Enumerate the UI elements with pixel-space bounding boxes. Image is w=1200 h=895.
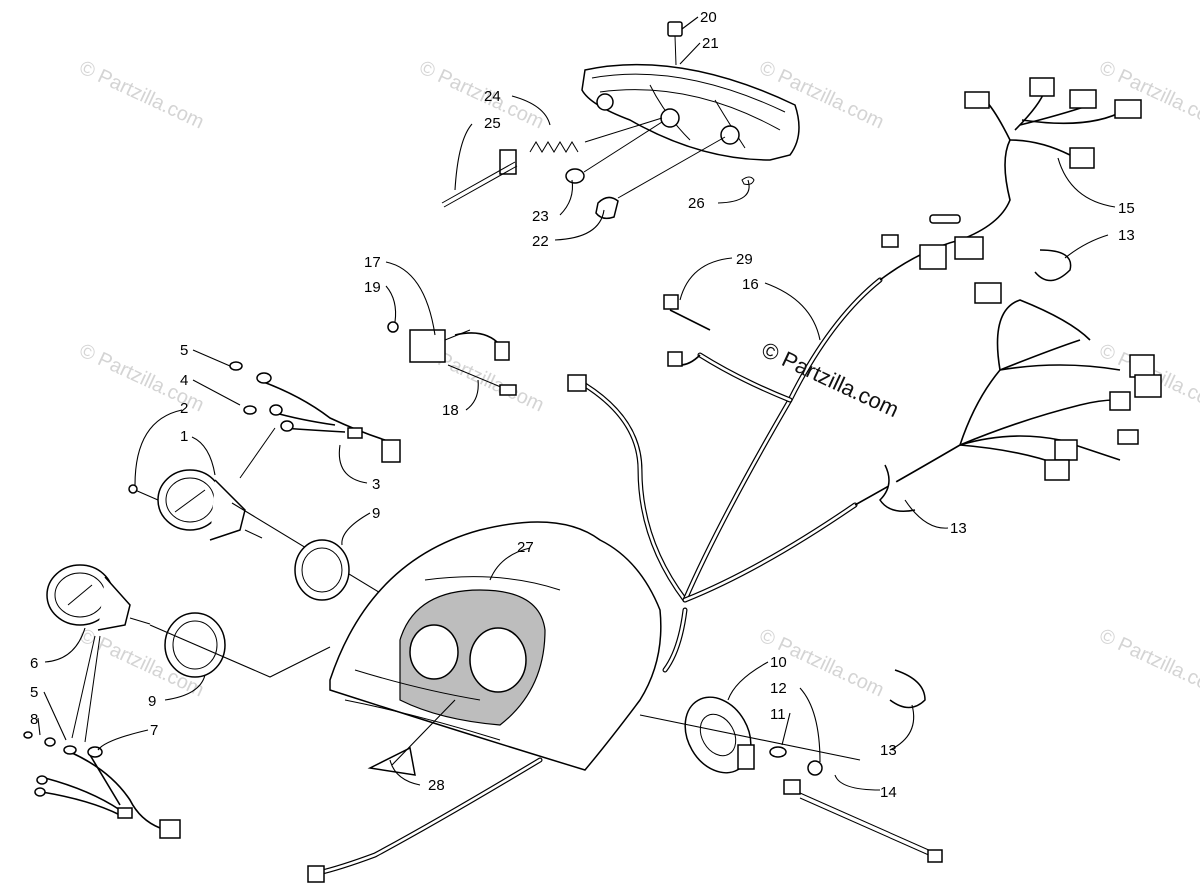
callout-26: 26 <box>688 195 705 212</box>
callout-3: 3 <box>372 476 380 493</box>
callout-29: 29 <box>736 251 753 268</box>
callout-labels: 20 21 24 25 23 22 26 15 13 29 16 17 19 1… <box>30 9 1135 801</box>
callout-28: 28 <box>428 777 445 794</box>
callout-24: 24 <box>484 88 501 105</box>
watermark: © Partzilla.com <box>76 57 207 134</box>
callout-20: 20 <box>700 9 717 26</box>
callout-17: 17 <box>364 254 381 271</box>
callout-5-upper: 5 <box>180 342 188 359</box>
callout-6: 6 <box>30 655 38 672</box>
callout-15: 15 <box>1118 200 1135 217</box>
callout-23: 23 <box>532 208 549 225</box>
callout-13-lower: 13 <box>880 742 897 759</box>
callout-11: 11 <box>770 706 786 723</box>
watermark: © Partzilla.com <box>1096 57 1200 134</box>
headlight-assembly <box>441 21 800 220</box>
callout-9-lower: 9 <box>148 693 156 710</box>
callout-1: 1 <box>180 428 188 445</box>
callout-14: 14 <box>880 784 897 801</box>
watermark: © Partzilla.com <box>1096 625 1200 702</box>
callout-21: 21 <box>702 35 719 52</box>
gauge-assemblies <box>23 361 411 839</box>
callout-12: 12 <box>770 680 787 697</box>
callout-2: 2 <box>180 400 188 417</box>
watermark: © Partzilla.com <box>416 57 547 134</box>
callout-13-middle: 13 <box>950 520 967 537</box>
callout-5-lower: 5 <box>30 684 38 701</box>
speedo-drive <box>639 249 1072 863</box>
callout-4: 4 <box>180 372 188 389</box>
center-watermark: © Partzilla.com <box>758 337 903 422</box>
callout-18: 18 <box>442 402 459 419</box>
callout-16: 16 <box>742 276 759 293</box>
callout-13-upper: 13 <box>1118 227 1135 244</box>
callout-25: 25 <box>484 115 501 132</box>
callout-22: 22 <box>532 233 549 250</box>
callout-8: 8 <box>30 711 38 728</box>
callout-9-upper: 9 <box>372 505 380 522</box>
callout-7: 7 <box>150 722 158 739</box>
wiring-harness <box>307 77 1162 883</box>
instrument-panel <box>329 521 662 776</box>
callout-19: 19 <box>364 279 381 296</box>
leader-lines <box>37 16 1116 791</box>
callout-10: 10 <box>770 654 787 671</box>
callout-27: 27 <box>517 539 534 556</box>
